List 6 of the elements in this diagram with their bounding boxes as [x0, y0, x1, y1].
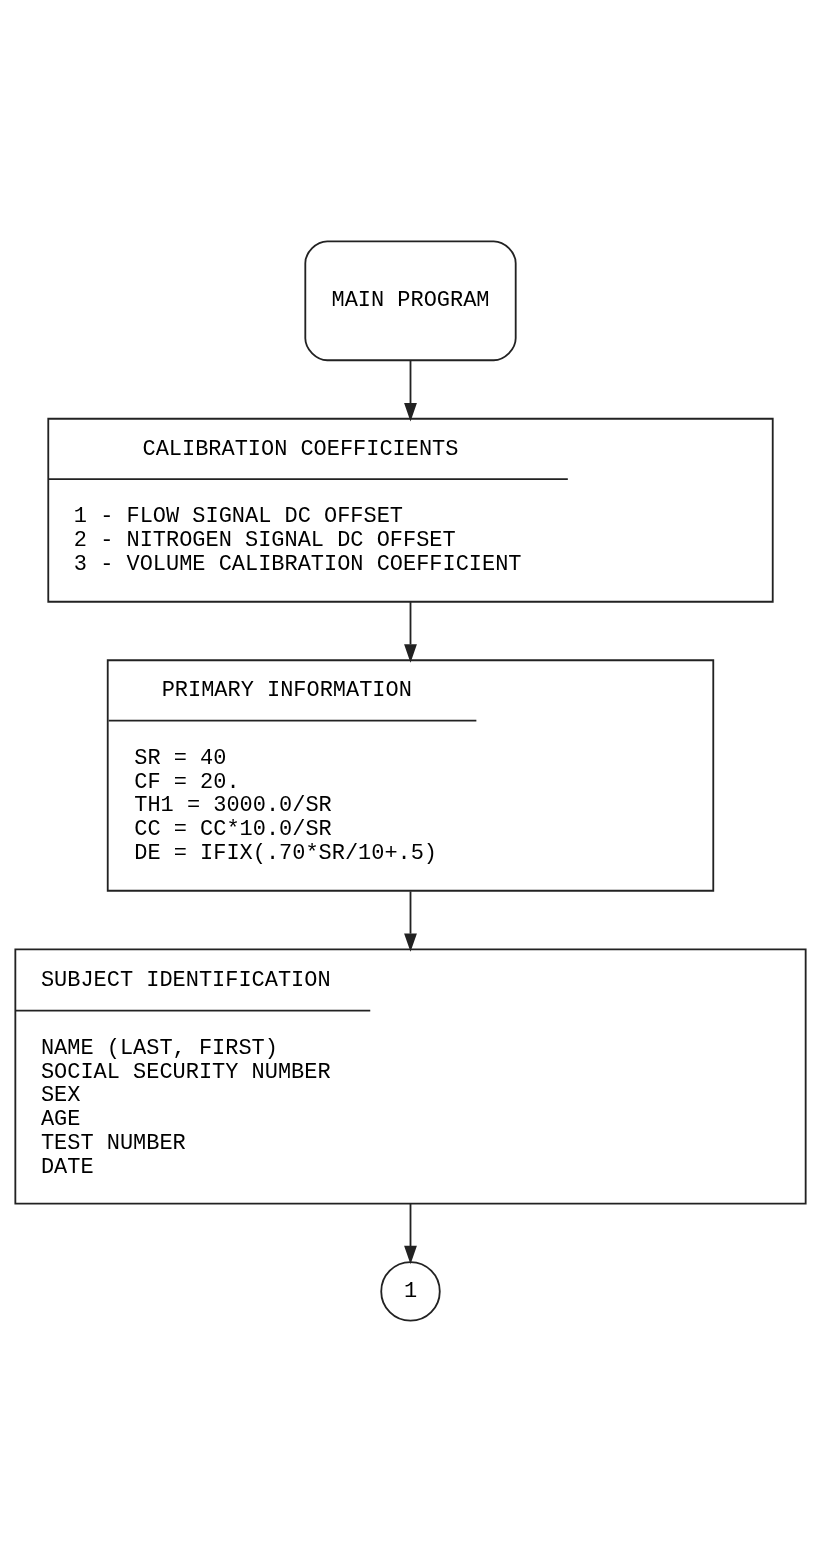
node-circle: 1	[380, 1261, 441, 1322]
node-box: MAIN PROGRAM	[304, 240, 517, 362]
arrow	[404, 601, 417, 663]
arrow	[404, 359, 417, 422]
arrow	[404, 890, 417, 952]
arrow	[404, 1202, 417, 1265]
